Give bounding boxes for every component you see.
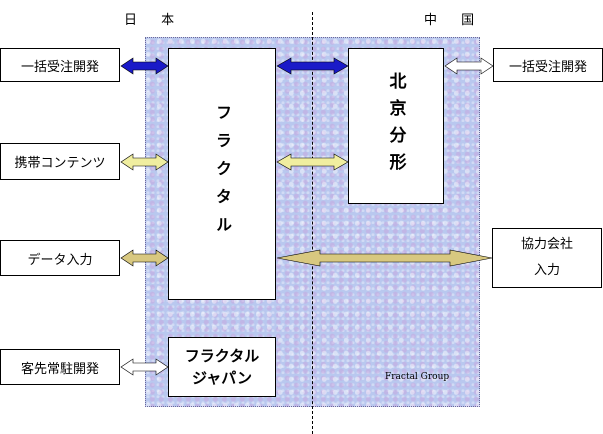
arrow-mobile-to-fractal — [120, 153, 169, 171]
box-data-entry: データ入力 — [0, 240, 120, 276]
box-onsite-development: 客先常駐開発 — [0, 349, 120, 385]
box-label: 客先常駐開発 — [20, 361, 99, 377]
arrow-fractal-to-beijing — [276, 57, 349, 75]
box-label: 携帯コンテンツ — [14, 156, 106, 171]
fractal-japan-line1: フラクタル — [184, 347, 260, 365]
region-label-japan: 日 本 — [124, 13, 185, 28]
partner-line2: 入力 — [533, 263, 560, 278]
box-bulk-development-left: 一括受注開発 — [0, 48, 120, 82]
arrow-fractal-beijing-lower — [276, 153, 349, 171]
arrow-beijing-to-bulk-dev — [444, 57, 494, 75]
box-bulk-development-right: 一括受注開発 — [493, 48, 603, 82]
box-partner-companies: 協力会社 入力 — [492, 228, 602, 288]
arrow-bulk-dev-to-fractal — [120, 57, 169, 75]
partner-line1: 協力会社 — [520, 237, 573, 252]
box-label: データ入力 — [27, 252, 93, 268]
box-mobile-content: 携帯コンテンツ — [0, 143, 120, 180]
fractal-label: フラクタル — [213, 104, 232, 244]
country-divider-line — [312, 12, 313, 434]
box-fractal: フラクタル — [168, 48, 276, 300]
box-beijing-fenxing: 北京分形 — [348, 48, 444, 204]
arrow-data-entry-to-fractal — [120, 249, 169, 267]
box-fractal-japan: フラクタル ジャパン — [168, 337, 276, 397]
beijing-label: 北京分形 — [385, 72, 406, 180]
fractal-japan-line2: ジャパン — [191, 369, 252, 387]
arrow-fractal-to-partners — [276, 249, 493, 267]
box-label: 一括受注開発 — [508, 59, 587, 75]
region-label-china: 中 国 — [424, 13, 485, 28]
box-label: 一括受注開発 — [20, 59, 99, 75]
arrow-onsite-to-fractal-japan — [120, 358, 169, 376]
fractal-group-label: Fractal Group — [385, 372, 450, 382]
